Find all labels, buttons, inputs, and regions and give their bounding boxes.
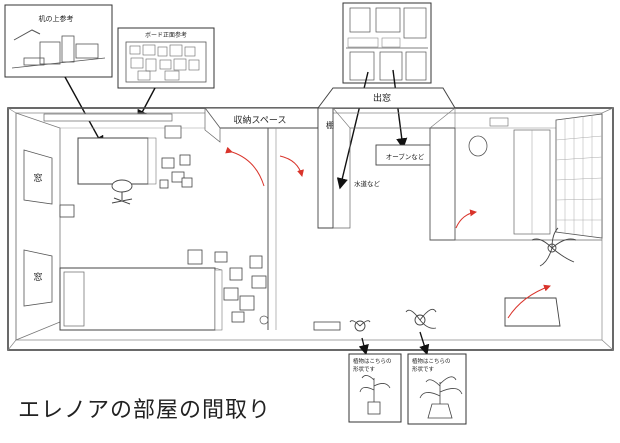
board-reference-thumbnail: ボード正面参考 xyxy=(117,27,215,89)
window-upper-label: 窓 xyxy=(33,172,42,184)
door-swing-bath xyxy=(455,209,477,229)
wall-board xyxy=(77,137,149,185)
window-lower-label: 窓 xyxy=(33,271,42,283)
door-swing-left xyxy=(225,146,265,187)
bathroom xyxy=(455,113,603,241)
oven-label: オーブンなど xyxy=(386,152,425,161)
plant-reference-right: 植物はこちらの 形状です xyxy=(407,353,467,425)
desk-reference-thumbnail: 机の上参考 xyxy=(4,4,113,78)
kitchen-reference-thumbnail xyxy=(342,2,432,84)
small-box xyxy=(164,125,182,139)
bath-mat xyxy=(504,284,561,327)
bay-window-label: 出窓 xyxy=(373,92,391,104)
toilet-icon xyxy=(468,135,488,157)
plant-left-pointer-arrow xyxy=(358,337,369,356)
partition-wall-left xyxy=(267,128,277,330)
board-reference-label: ボード正面参考 xyxy=(145,31,187,39)
plant-reference-left: 植物はこちらの 形状です xyxy=(348,353,402,423)
plant-right-room xyxy=(531,227,577,267)
desk-reference-label: 机の上参考 xyxy=(39,14,74,23)
office-chair xyxy=(111,179,133,205)
shelf-label: 棚 xyxy=(326,120,334,130)
storage-space: 収納スペース xyxy=(204,106,319,143)
sink-label: 水道など xyxy=(354,179,381,188)
window-lower: 窓 xyxy=(23,249,53,307)
plant-reference-left-line1: 植物はこちらの xyxy=(353,357,392,365)
oven-pointer-arrow xyxy=(392,69,408,150)
plant-right-pointer-arrow xyxy=(419,331,430,356)
bed xyxy=(59,267,223,331)
storage-space-label: 収納スペース xyxy=(234,114,287,126)
plant-reference-right-line1: 植物はこちらの xyxy=(412,357,451,365)
kitchen-counter: 水道など xyxy=(333,127,430,229)
plant-bottom-left xyxy=(349,320,371,332)
oven-area: オーブンなど xyxy=(375,144,435,166)
shelf-unit: 棚 xyxy=(317,107,351,229)
low-shelf xyxy=(313,321,341,331)
plant-reference-right-line2: 形状です xyxy=(412,365,435,373)
small-crate xyxy=(59,204,75,218)
partition-wall-right xyxy=(429,107,456,241)
page-title: エレノアの部屋の間取り xyxy=(18,398,272,423)
window-upper: 窓 xyxy=(23,149,53,205)
ceiling-light xyxy=(43,113,173,122)
scattered-boxes-bottom xyxy=(187,249,267,323)
bay-window: 出窓 xyxy=(317,87,456,109)
door-swing-right xyxy=(507,284,551,319)
floor-item xyxy=(259,315,269,325)
desk-pointer-arrow xyxy=(64,76,104,148)
plant-bottom-right xyxy=(405,308,437,329)
scattered-boxes-top xyxy=(159,154,193,189)
door-swing-center xyxy=(279,155,304,177)
plant-reference-left-line2: 形状です xyxy=(353,365,376,373)
